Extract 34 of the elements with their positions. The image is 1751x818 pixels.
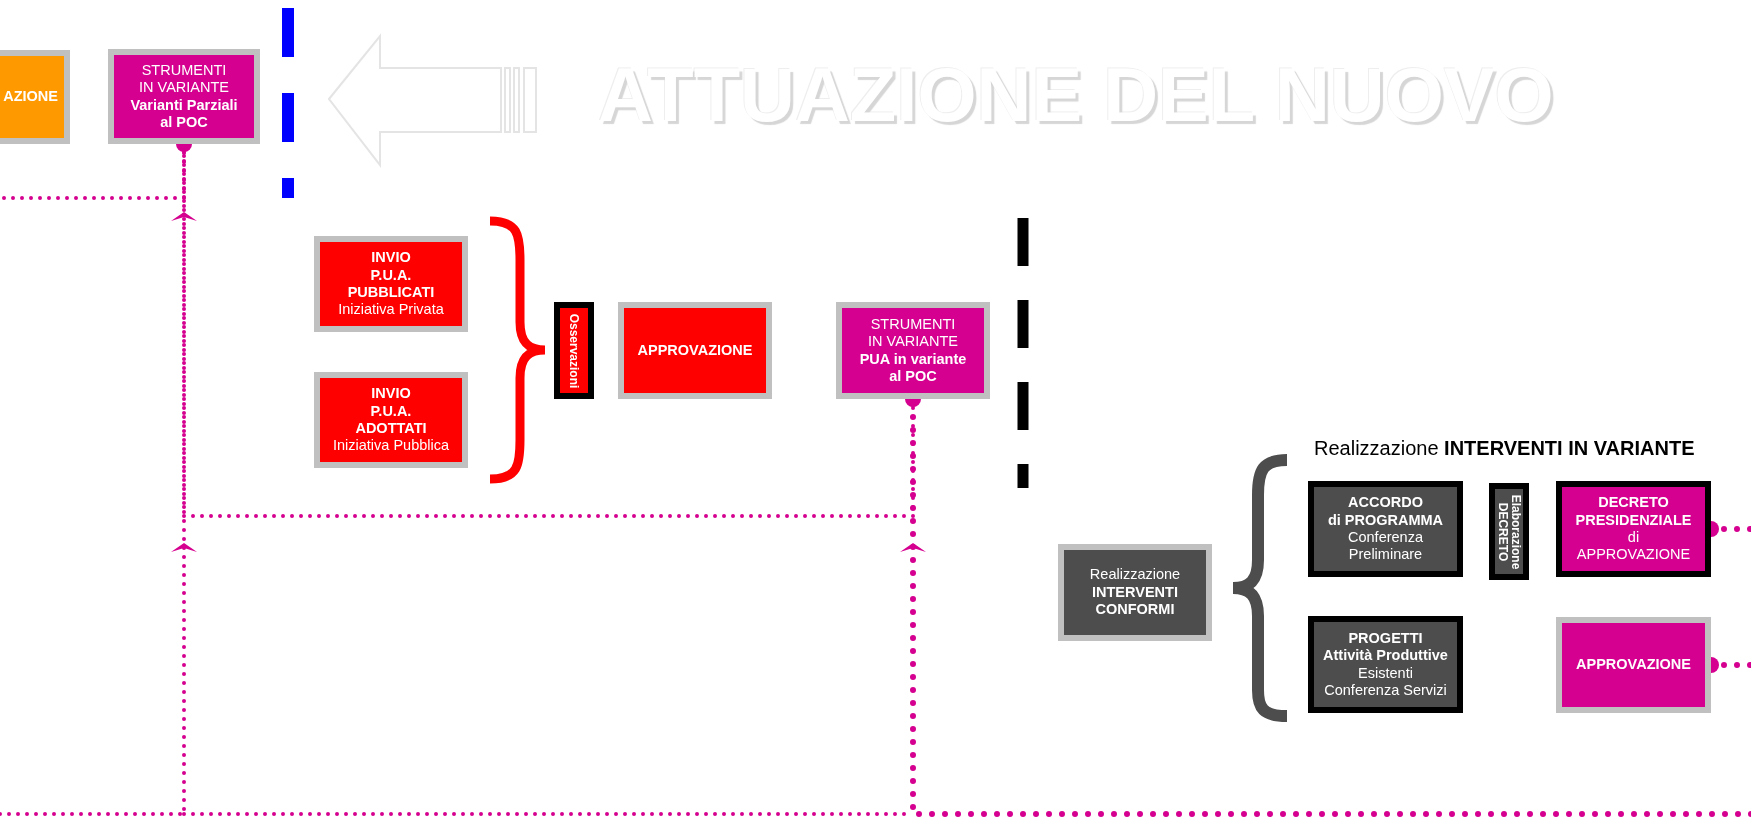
process-box bbox=[1058, 544, 1212, 641]
box-heading: INTERVENTI CONFORMI bbox=[1091, 583, 1179, 619]
box-heading: AZIONE bbox=[2, 88, 59, 106]
box-text: STRUMENTI IN VARIANTE bbox=[867, 315, 959, 351]
box-heading: Varianti Parziali al POC bbox=[129, 96, 239, 132]
process-box bbox=[1489, 483, 1529, 580]
process-box bbox=[618, 302, 772, 399]
box-text: Iniziativa Privata bbox=[337, 301, 445, 319]
box-heading: ACCORDO di PROGRAMMA bbox=[1326, 494, 1445, 529]
process-box bbox=[1308, 616, 1463, 713]
box-heading: INVIO P.U.A. PUBBLICATI bbox=[346, 249, 436, 302]
box-text: Conferenza Preliminare bbox=[1347, 529, 1424, 564]
box-text: Realizzazione bbox=[1088, 566, 1182, 584]
box-heading: Elaborazione DECRETO bbox=[1496, 493, 1522, 571]
process-box bbox=[554, 302, 594, 399]
box-text: di APPROVAZIONE bbox=[1575, 529, 1692, 564]
process-box bbox=[836, 302, 990, 399]
box-text: STRUMENTI IN VARIANTE bbox=[138, 61, 230, 97]
box-heading: INVIO P.U.A. ADOTTATI bbox=[354, 385, 428, 438]
process-box bbox=[1308, 481, 1463, 577]
process-box bbox=[1556, 617, 1711, 713]
section-heading: Realizzazione INTERVENTI IN VARIANTE bbox=[1314, 437, 1695, 460]
box-heading: APPROVAZIONE bbox=[636, 341, 754, 360]
box-text: Esistenti Conferenza Servizi bbox=[1323, 664, 1448, 700]
process-box bbox=[0, 50, 70, 144]
box-heading: PUA in variante al POC bbox=[858, 350, 968, 386]
process-box bbox=[1556, 481, 1711, 577]
box-heading: Osservazioni bbox=[567, 312, 581, 390]
box-text: Iniziativa Pubblica bbox=[331, 437, 451, 455]
process-box bbox=[314, 236, 468, 332]
box-heading: APPROVAZIONE bbox=[1575, 656, 1692, 674]
box-heading: PROGETTI Attività Produttive bbox=[1322, 629, 1449, 665]
process-box bbox=[314, 372, 468, 468]
process-box bbox=[108, 49, 260, 144]
